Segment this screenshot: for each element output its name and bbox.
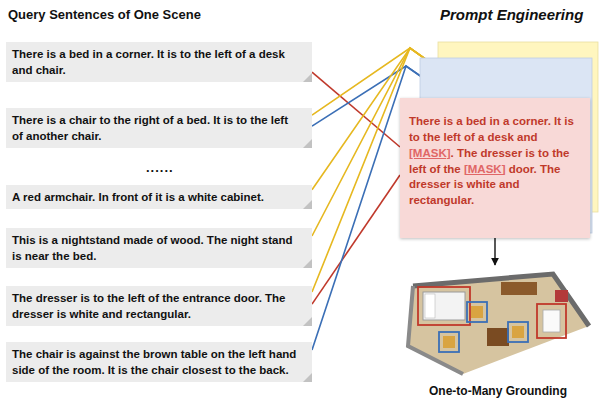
- bounding-box-red: [418, 287, 470, 325]
- query-sentence: The dresser is to the left of the entran…: [6, 286, 312, 326]
- query-sentence: There is a chair to the right of a bed. …: [6, 108, 312, 148]
- section-heading: Prompt Engineering: [440, 6, 583, 23]
- node-text: The chair is against the brown table on …: [12, 346, 300, 378]
- mask-token: [MASK]: [409, 147, 451, 159]
- back-wall: [413, 274, 589, 326]
- flow-arrow: [494, 238, 495, 265]
- floor: [408, 274, 589, 374]
- association-line: [312, 72, 400, 147]
- query-sentence: The chair is against the brown table on …: [6, 342, 312, 382]
- association-line: [312, 175, 400, 304]
- armchair: [555, 290, 568, 302]
- node-text: A red armchair. In front of it is a whit…: [12, 189, 300, 205]
- node-text: This is a nightstand made of wood. The n…: [12, 232, 300, 264]
- pillow: [425, 294, 435, 318]
- query-sentence: This is a nightstand made of wood. The n…: [6, 228, 312, 268]
- bounding-box-blue: [439, 332, 459, 352]
- chair: [443, 336, 455, 348]
- node-text: The dresser is to the left of the entran…: [12, 290, 300, 322]
- chair: [471, 306, 483, 318]
- bounding-box-blue: [508, 322, 528, 342]
- node-text: One-to-Many Grounding: [429, 384, 567, 398]
- table: [487, 328, 509, 346]
- bed: [423, 292, 465, 320]
- node-text: There is a bed in a corner. It is to the…: [12, 46, 300, 78]
- grounding-scene: One-to-Many Grounding: [403, 266, 593, 398]
- prompt-card: There is a bed in a corner. It is to the…: [400, 98, 590, 238]
- chair: [512, 326, 524, 338]
- node-text: There is a chair to the right of a bed. …: [12, 112, 300, 144]
- bounding-box-red: [537, 304, 566, 338]
- bounding-box-blue: [467, 302, 487, 322]
- query-sentence: There is a bed in a corner. It is to the…: [6, 42, 312, 82]
- desk: [501, 282, 537, 295]
- mask-token: [MASK]: [464, 163, 506, 175]
- scene-illustration: [403, 266, 593, 378]
- cabinet: [543, 310, 560, 332]
- query-sentence: A red armchair. In front of it is a whit…: [6, 185, 312, 209]
- ellipsis: ......: [146, 160, 174, 175]
- node-text: There is a bed in a corner. It is to the…: [409, 114, 581, 209]
- figure-title: Query Sentences of One Scene: [8, 7, 201, 22]
